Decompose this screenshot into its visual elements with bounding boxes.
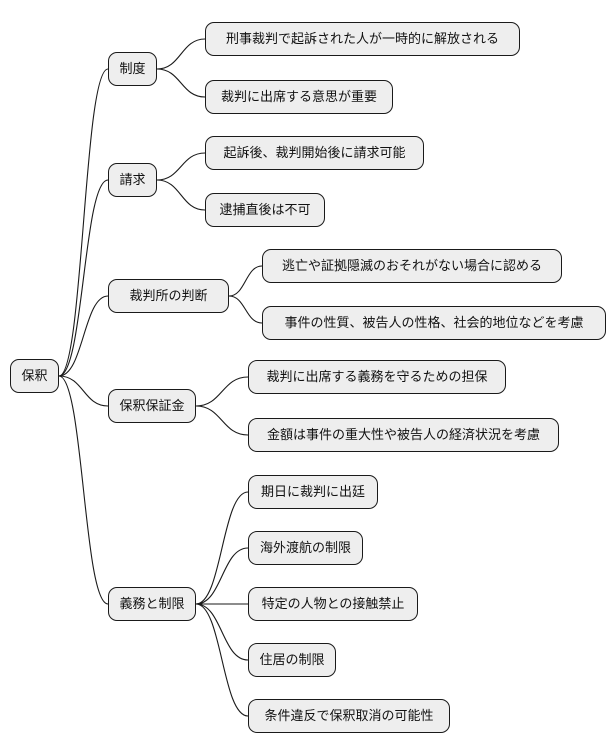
leaf-node: 逃亡や証拠隠滅のおそれがない場合に認める	[262, 249, 562, 283]
leaf-node: 裁判に出席する義務を守るための担保	[248, 360, 506, 394]
connector-line	[195, 405, 249, 436]
leaf-node: 住居の制限	[248, 643, 336, 677]
branch-node: 制度	[108, 52, 157, 86]
leaf-node: 裁判に出席する意思が重要	[205, 80, 393, 114]
connector-line	[195, 547, 249, 605]
branch-node: 請求	[108, 163, 157, 197]
leaf-node: 海外渡航の制限	[248, 531, 363, 565]
leaf-node: 条件違反で保釈取消の可能性	[248, 699, 450, 733]
leaf-node: 刑事裁判で起訴された人が一時的に解放される	[205, 22, 520, 56]
connector-line	[195, 491, 249, 605]
branch-node: 裁判所の判断	[108, 279, 229, 313]
leaf-node: 起訴後、裁判開始後に請求可能	[205, 136, 424, 170]
connector-line	[156, 179, 206, 211]
root-node: 保釈	[10, 359, 59, 393]
connector-line	[195, 603, 249, 661]
connector-line	[195, 603, 249, 717]
leaf-node: 逮捕直後は不可	[205, 193, 325, 227]
connector-line	[58, 375, 109, 407]
connector-line	[195, 376, 249, 407]
leaf-node: 金額は事件の重大性や被告人の経済状況を考慮	[248, 418, 559, 452]
leaf-node: 事件の性質、被告人の性格、社会的地位などを考慮	[262, 306, 606, 340]
connector-line	[58, 375, 109, 605]
connector-line	[156, 68, 206, 98]
connector-line	[58, 295, 109, 377]
connector-line	[58, 179, 109, 377]
connector-line	[228, 295, 263, 324]
connector-line	[156, 152, 206, 181]
branch-node: 保釈保証金	[108, 389, 196, 423]
branch-node: 義務と制限	[108, 587, 196, 621]
leaf-node: 特定の人物との接触禁止	[248, 587, 418, 621]
leaf-node: 期日に裁判に出廷	[248, 475, 378, 509]
connector-line	[58, 68, 109, 377]
connector-line	[228, 265, 263, 297]
connector-line	[156, 38, 206, 70]
